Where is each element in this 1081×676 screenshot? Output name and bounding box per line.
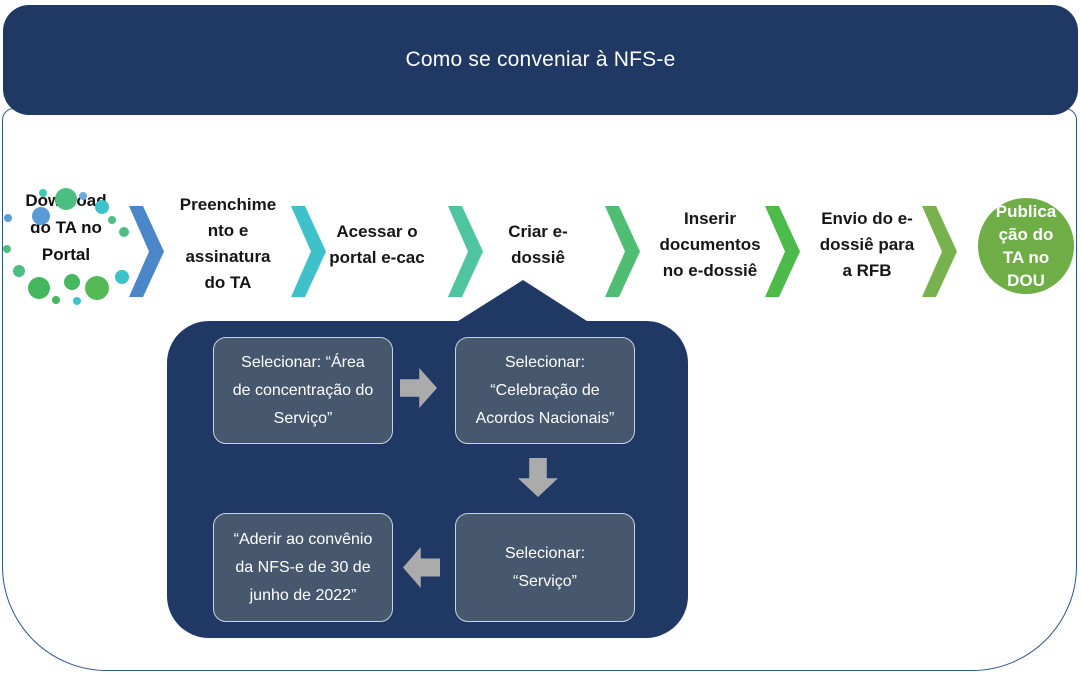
chevron-arrow-icon [291, 206, 326, 297]
arrow-left-icon [403, 547, 440, 588]
step-label-criar-edossie: Criar e- dossiê [508, 222, 568, 267]
bubble-dot [64, 274, 80, 290]
bubble-dot [4, 214, 12, 222]
substep-servico: Selecionar: “Serviço” [455, 513, 635, 622]
step-label-preenchimento: Preenchime nto e assinatura do TA [179, 195, 277, 292]
substep-celebracao-acordos: Selecionar: “Celebração de Acordos Nacio… [455, 337, 635, 444]
bubble-dot [55, 188, 77, 210]
bubble-cloud: Download do TA no Portal [0, 178, 132, 308]
bubble-dot [79, 192, 87, 200]
final-step-circle: Publica ção do TA no DOU [978, 198, 1074, 294]
chevron-1 [129, 206, 164, 297]
step-label-envio-rfb: Envio do e- dossiê para a RFB [819, 209, 915, 280]
chevron-2 [291, 206, 326, 297]
arrow-down-icon [518, 458, 558, 497]
bubble-dot [115, 270, 129, 284]
page-title: Como se conveniar à NFS-e [405, 48, 676, 71]
step-label-acessar-ecac: Acessar o portal e-cac [329, 222, 425, 267]
bubble-dot [28, 277, 50, 299]
callout-pointer-icon [455, 280, 590, 323]
bubble-dot [32, 207, 50, 225]
substep-area-concentracao: Selecionar: “Área de concentração do Ser… [213, 337, 393, 444]
bubble-dot [119, 227, 129, 237]
callout-box: Selecionar: “Área de concentração do Ser… [167, 321, 688, 638]
chevron-6 [922, 206, 957, 297]
step-label-publicacao-dou: Publica ção do TA no DOU [995, 202, 1057, 290]
callout-pointer-triangle [455, 280, 590, 323]
bubble-dot [95, 200, 109, 214]
arrow-right-icon [400, 368, 437, 408]
chevron-4 [605, 206, 640, 297]
bubble-dot [3, 245, 11, 253]
chevron-5 [765, 206, 800, 297]
chevron-arrow-icon [765, 206, 800, 297]
chevron-arrow-icon [922, 206, 957, 297]
chevron-arrow-icon [605, 206, 640, 297]
bubble-dot [13, 265, 25, 277]
step-label-inserir-documentos: Inserir documentos no e-dossiê [659, 209, 761, 280]
chevron-arrow-icon [129, 206, 164, 297]
bubble-dot [73, 297, 81, 305]
chevron-3 [448, 206, 483, 297]
bubble-dot [108, 216, 116, 224]
title-bar: Como se conveniar à NFS-e [3, 5, 1078, 115]
bubble-dot [39, 189, 47, 197]
bubble-dot [52, 296, 60, 304]
chevron-arrow-icon [448, 206, 483, 297]
substep-aderir-convenio: “Aderir ao convênio da NFS-e de 30 de ju… [213, 513, 393, 622]
bubble-dot [85, 276, 109, 300]
process-flow: Download do TA no Portal Preenchime nto … [0, 0, 1081, 330]
